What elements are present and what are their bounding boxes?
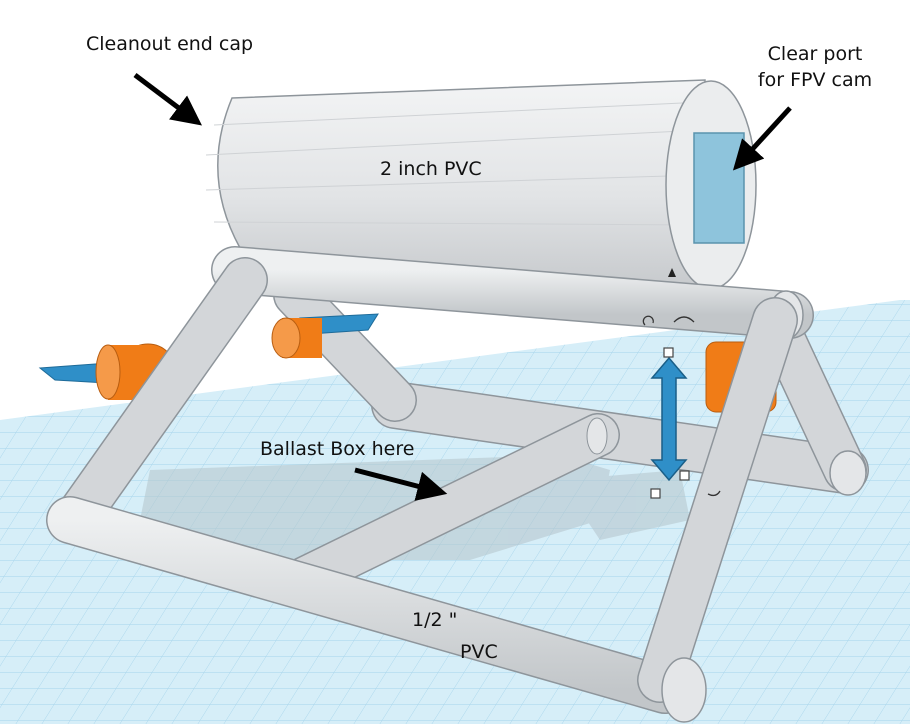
label-clear-port: Clear port for FPV cam <box>740 42 890 93</box>
rear-motor-left <box>38 343 177 401</box>
clear-port-window <box>693 132 745 244</box>
pointer-arrows <box>133 73 792 501</box>
label-clear-port-line1: Clear port <box>767 43 863 65</box>
label-clear-port-line2: for FPV cam <box>757 68 873 91</box>
label-main-tube: 2 inch PVC <box>380 158 482 180</box>
label-frame-material: PVC <box>460 641 498 663</box>
label-cleanout-end-cap: Cleanout end cap <box>86 33 254 55</box>
frame-pipes-back <box>273 273 869 496</box>
label-frame-size: 1/2 " <box>412 609 458 631</box>
rotate-icon[interactable] <box>642 315 721 497</box>
main-tube-2in-pvc <box>205 79 757 291</box>
rear-motor-center <box>271 313 379 359</box>
label-ballast-box: Ballast Box here <box>260 438 415 460</box>
frame-pipes-front <box>46 257 798 723</box>
cone-marker-icon <box>668 268 676 277</box>
handle-icon[interactable] <box>650 347 690 499</box>
move-arrow-icon[interactable] <box>650 356 688 482</box>
